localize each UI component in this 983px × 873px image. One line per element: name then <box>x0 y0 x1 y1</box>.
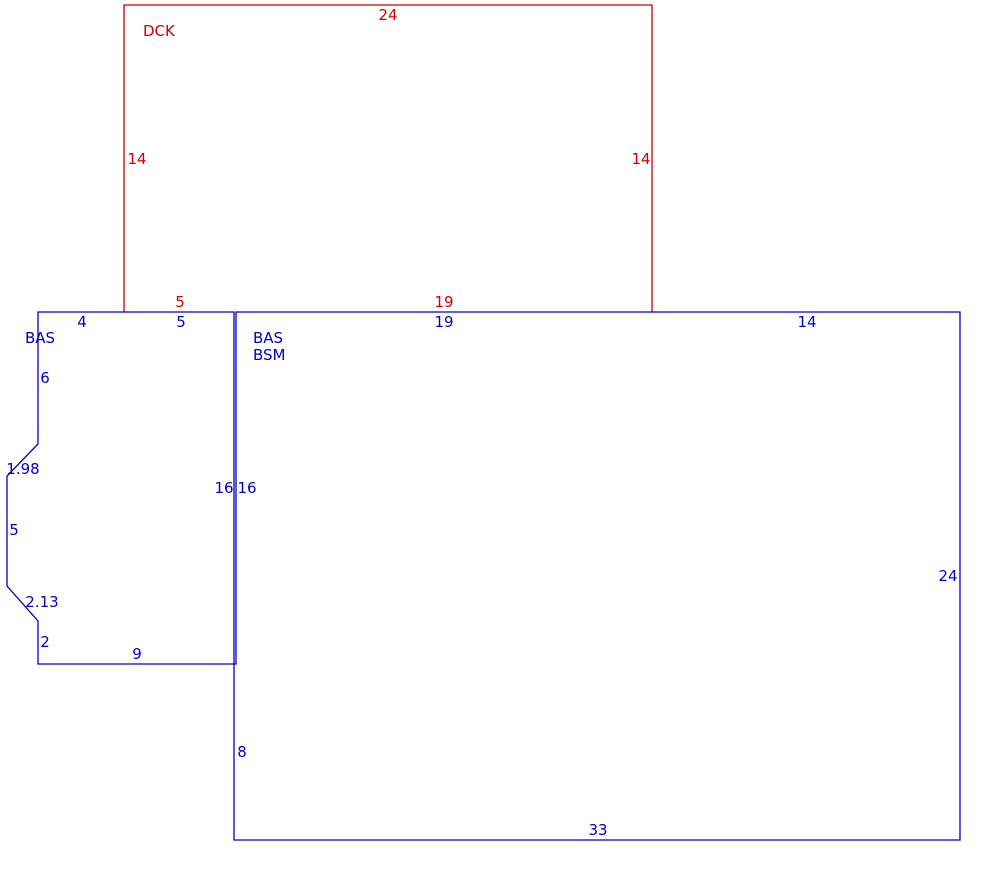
main-area-outline <box>233 311 961 841</box>
main-area-left-lower-dimension: 8 <box>237 743 247 761</box>
left-area-code-label: BAS <box>25 329 55 347</box>
deck-code-label: DCK <box>143 22 176 40</box>
left-area-bottom-dimension: 9 <box>132 645 142 663</box>
deck-left-dimension: 14 <box>127 150 146 168</box>
main-area-right-dimension: 24 <box>938 567 957 585</box>
main-area-top-b-dimension: 14 <box>797 313 816 331</box>
left-area-side-upper-dimension: 6 <box>40 369 50 387</box>
main-area-code-label-2: BSM <box>253 346 286 364</box>
left-area-right-dimension: 16 <box>214 479 233 497</box>
main-area-top-a-dimension: 19 <box>434 313 453 331</box>
left-area-side-mid-dimension: 5 <box>9 521 19 539</box>
left-area-outline <box>6 311 235 665</box>
deck-bottom-left-dimension: 5 <box>175 293 185 311</box>
left-area-diag-upper-dimension: 1.98 <box>6 460 39 478</box>
main-area-left-upper-dimension: 16 <box>237 479 256 497</box>
deck-right-dimension: 14 <box>631 150 650 168</box>
left-area-diag-lower-dimension: 2.13 <box>25 593 58 611</box>
deck-outline <box>123 4 653 312</box>
left-area-side-lower-dimension: 2 <box>40 633 50 651</box>
left-area-top-b-dimension: 5 <box>176 313 186 331</box>
main-area-bottom-dimension: 33 <box>588 821 607 839</box>
left-area-top-a-dimension: 4 <box>77 313 87 331</box>
deck-bottom-right-dimension: 19 <box>434 293 453 311</box>
deck-top-dimension: 24 <box>378 6 397 24</box>
main-area-code-label-1: BAS <box>253 329 283 347</box>
